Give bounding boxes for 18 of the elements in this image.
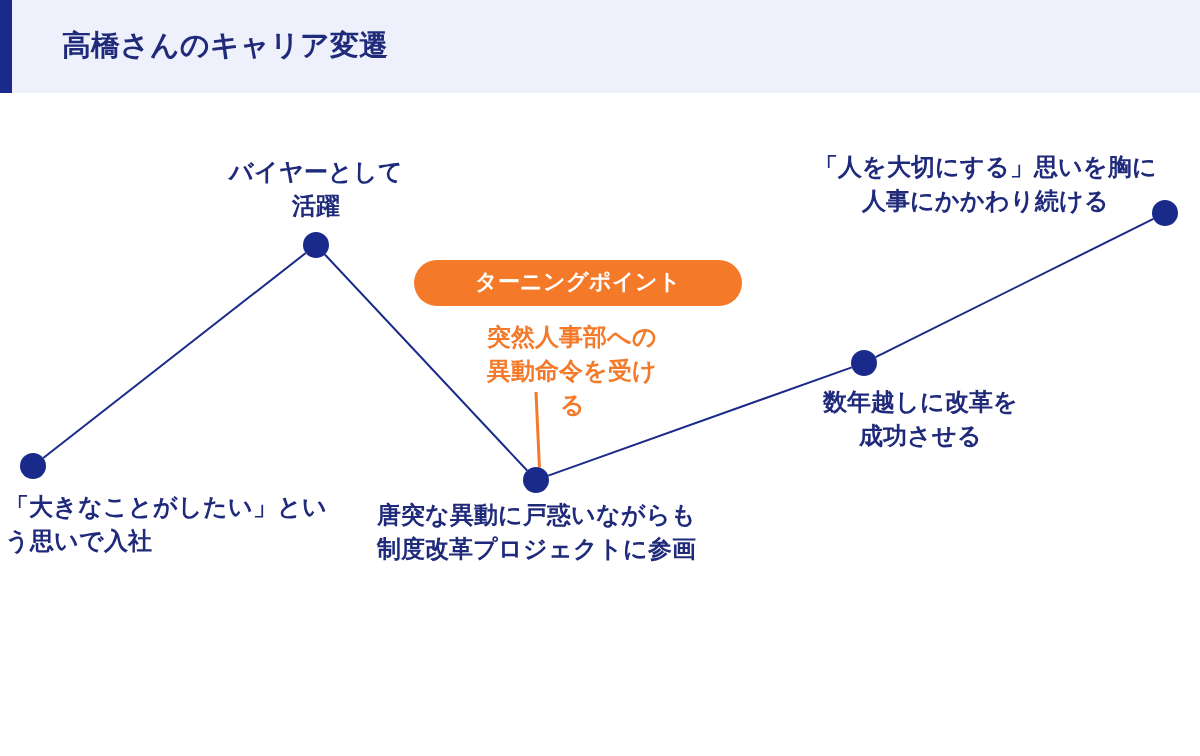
milestone-dot [523, 467, 549, 493]
milestone-caption: 「大きなことがしたい」という思いで入社 [5, 492, 328, 557]
event-text: 突然人事部への異動命令を受ける [483, 320, 661, 422]
career-line [323, 253, 529, 472]
milestone-caption: バイヤーとして活躍 [228, 157, 404, 222]
career-line [874, 217, 1155, 359]
milestone-caption: 数年越しに改革を成功させる [821, 387, 1019, 452]
milestone-caption: 唐突な異動に戸惑いながらも制度改革プロジェクトに参画 [375, 500, 697, 565]
milestone-dot [303, 232, 329, 258]
title: 高橋さんのキャリア変遷 [62, 27, 388, 64]
milestone-dot [1152, 200, 1178, 226]
career-line [547, 366, 853, 477]
leader-line [534, 391, 541, 468]
career-line [42, 252, 307, 459]
milestone-caption: 「人を大切にする」思いを胸に人事にかかわり続ける [812, 152, 1158, 217]
turning-point-badge: ターニングポイント [414, 260, 742, 306]
milestone-dot [20, 453, 46, 479]
milestone-dot [851, 350, 877, 376]
